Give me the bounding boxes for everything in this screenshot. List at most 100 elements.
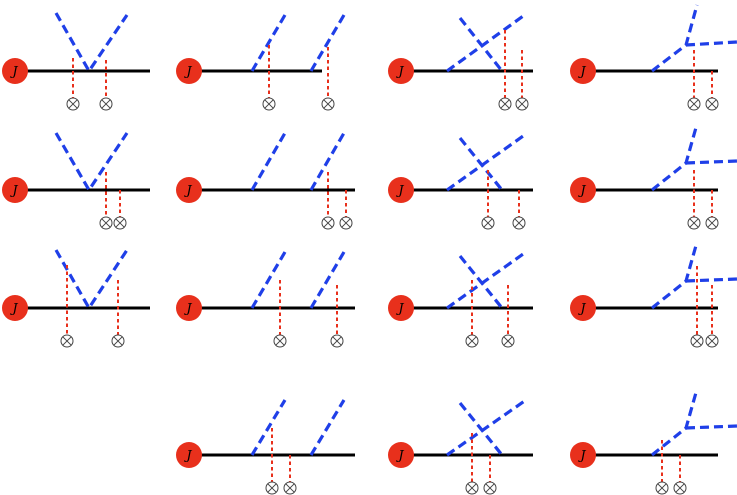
gluon-line: [250, 251, 287, 309]
diagram: J: [388, 250, 533, 348]
insertion-cross-icon: [273, 334, 287, 348]
diagram: J: [2, 249, 150, 348]
insertion-cross-icon: [262, 97, 276, 111]
source-label: J: [577, 184, 586, 199]
gluon-line: [685, 159, 737, 165]
diagram: J: [388, 132, 533, 230]
source-label: J: [183, 65, 192, 80]
source-label: J: [183, 449, 192, 464]
insertion-cross-icon: [66, 97, 80, 111]
source-vertex: [2, 295, 28, 321]
source-vertex: [570, 295, 596, 321]
source-vertex: [388, 177, 414, 203]
gluon-line: [446, 398, 527, 457]
gluon-line: [446, 132, 527, 192]
source-vertex: [2, 177, 28, 203]
diagram: J: [2, 12, 150, 111]
source-vertex: [570, 177, 596, 203]
gluon-line: [446, 12, 527, 73]
insertion-cross-icon: [515, 97, 529, 111]
insertion-cross-icon: [705, 97, 719, 111]
gluon-line: [309, 399, 346, 456]
diagram: J: [570, 388, 737, 495]
source-vertex: [388, 295, 414, 321]
gluon-line: [685, 277, 737, 283]
diagram: J: [176, 399, 355, 495]
insertion-cross-icon: [465, 481, 479, 495]
source-vertex: [388, 442, 414, 468]
gluon-line: [309, 14, 346, 72]
gluon-line: [309, 251, 346, 309]
gluon-line: [54, 12, 129, 75]
source-vertex: [2, 58, 28, 84]
gluon-line: [651, 241, 699, 310]
insertion-cross-icon: [687, 216, 701, 230]
source-vertex: [176, 177, 202, 203]
gluon-line: [651, 388, 699, 457]
insertion-cross-icon: [113, 216, 127, 230]
insertion-cross-icon: [705, 216, 719, 230]
diagram: J: [570, 241, 737, 348]
insertion-cross-icon: [321, 97, 335, 111]
source-label: J: [183, 302, 192, 317]
gluon-line: [309, 132, 346, 191]
insertion-cross-icon: [501, 334, 515, 348]
insertion-cross-icon: [99, 97, 113, 111]
gluon-line: [250, 132, 287, 191]
source-label: J: [395, 65, 404, 80]
insertion-cross-icon: [512, 216, 526, 230]
gluon-line: [651, 4, 699, 73]
source-label: J: [9, 65, 18, 80]
insertion-cross-icon: [705, 334, 719, 348]
insertion-cross-icon: [687, 97, 701, 111]
diagram: J: [388, 398, 533, 495]
gluon-line: [54, 249, 129, 312]
insertion-cross-icon: [673, 481, 687, 495]
diagram: J: [176, 132, 355, 230]
insertion-cross-icon: [498, 97, 512, 111]
gluon-line: [250, 14, 287, 72]
diagram: J: [176, 251, 355, 348]
insertion-cross-icon: [483, 481, 497, 495]
gluon-line: [651, 123, 699, 192]
diagram: J: [2, 132, 150, 230]
source-vertex: [176, 295, 202, 321]
gluon-line: [685, 40, 737, 47]
source-label: J: [9, 302, 18, 317]
insertion-cross-icon: [99, 216, 113, 230]
gluon-line: [458, 401, 504, 457]
insertion-cross-icon: [339, 216, 353, 230]
gluon-line: [685, 424, 737, 430]
diagram: J: [388, 12, 533, 111]
insertion-cross-icon: [690, 334, 704, 348]
source-label: J: [395, 302, 404, 317]
insertion-cross-icon: [321, 216, 335, 230]
source-label: J: [577, 302, 586, 317]
source-vertex: [176, 58, 202, 84]
insertion-cross-icon: [465, 334, 479, 348]
source-label: J: [183, 184, 192, 199]
source-label: J: [9, 184, 18, 199]
source-label: J: [395, 449, 404, 464]
source-vertex: [388, 58, 414, 84]
insertion-cross-icon: [111, 334, 125, 348]
diagram: J: [570, 4, 737, 111]
source-label: J: [577, 65, 586, 80]
insertion-cross-icon: [265, 481, 279, 495]
diagram: J: [570, 123, 737, 230]
source-vertex: [570, 58, 596, 84]
diagram: J: [176, 14, 346, 111]
gluon-line: [250, 399, 287, 456]
insertion-cross-icon: [655, 481, 669, 495]
source-label: J: [577, 449, 586, 464]
insertion-cross-icon: [481, 216, 495, 230]
insertion-cross-icon: [283, 481, 297, 495]
source-label: J: [395, 184, 404, 199]
source-vertex: [176, 442, 202, 468]
insertion-cross-icon: [330, 334, 344, 348]
insertion-cross-icon: [60, 334, 74, 348]
source-vertex: [570, 442, 596, 468]
gluon-line: [446, 250, 527, 310]
gluon-line: [54, 132, 129, 194]
